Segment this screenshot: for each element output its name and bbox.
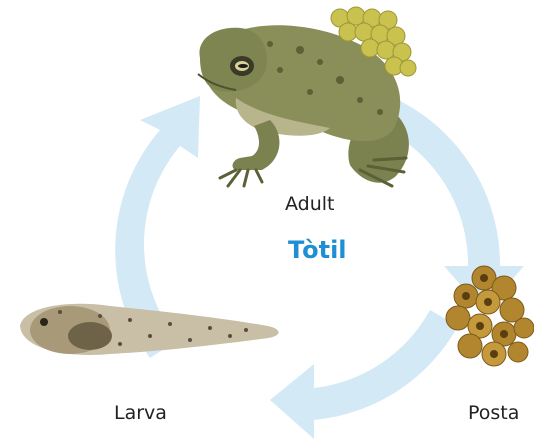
toad-illustration-icon bbox=[198, 7, 416, 186]
tadpole-illustration-icon bbox=[20, 304, 279, 355]
stage-label-larva: Larva bbox=[114, 402, 167, 424]
stage-label-adult: Adult bbox=[285, 193, 335, 215]
stage-label-egg: Posta bbox=[468, 402, 519, 424]
diagram-title: Tòtil bbox=[288, 236, 347, 264]
arrow-egg-to-larva bbox=[270, 310, 458, 439]
